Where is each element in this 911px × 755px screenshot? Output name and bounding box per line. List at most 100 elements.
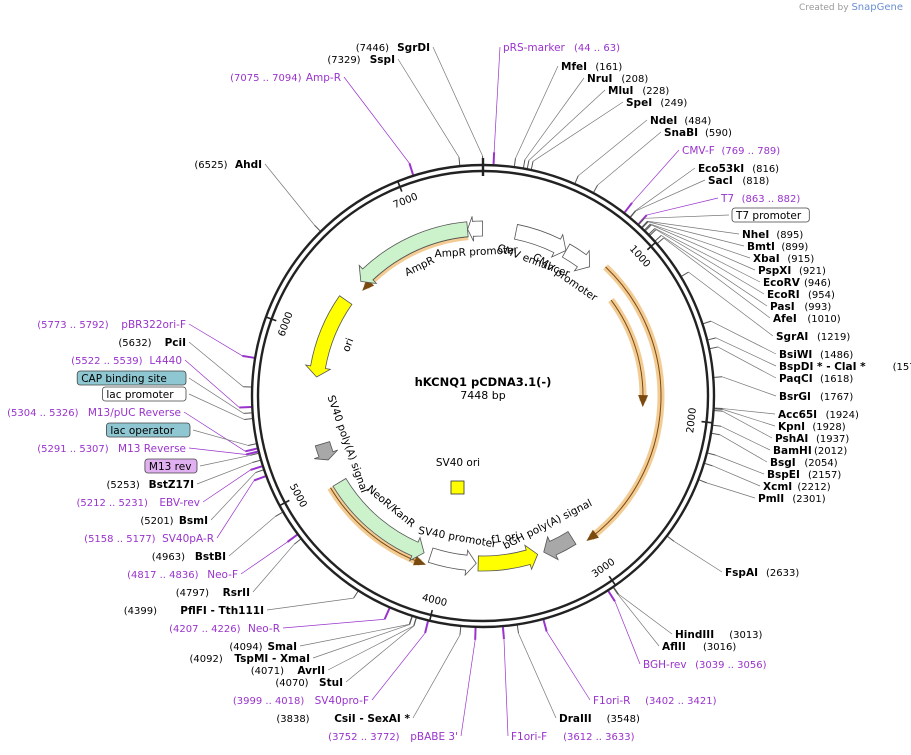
site-label[interactable]: EcoRI(954): [767, 289, 835, 301]
site-label[interactable]: F1ori-R(3402 .. 3421): [593, 695, 717, 707]
site-position: (4817 .. 4836): [127, 570, 199, 581]
site-label[interactable]: SacI(818): [708, 175, 769, 187]
feature-f1-ori[interactable]: [477, 544, 539, 572]
site-label[interactable]: PspXI(921): [758, 265, 826, 277]
site-label[interactable]: SmaI(4094): [229, 641, 297, 653]
site-marker: [707, 337, 716, 341]
feature-sv40-ori[interactable]: [450, 480, 465, 495]
site-name: NruI: [587, 73, 612, 85]
site-marker: [638, 217, 645, 225]
site-label[interactable]: SpeI(249): [626, 97, 687, 109]
site-label[interactable]: SnaBI(590): [664, 127, 732, 139]
site-label[interactable]: EBV-rev(5212 .. 5231): [76, 497, 200, 509]
site-label[interactable]: NheI(895): [742, 229, 803, 241]
site-label[interactable]: AfeI(1010): [773, 313, 841, 325]
site-label[interactable]: PshAI(1937): [775, 433, 849, 445]
site-label[interactable]: BmtI(899): [747, 241, 808, 253]
site-position: (2157): [808, 470, 841, 481]
leader-line: [647, 221, 745, 247]
site-label[interactable]: HindIII(3013): [675, 629, 763, 641]
site-label[interactable]: SgrDI(7446): [356, 42, 430, 54]
site-name: TspMI - XmaI: [234, 653, 310, 665]
site-label[interactable]: M13 Reverse(5291 .. 5307): [37, 443, 186, 455]
site-label[interactable]: PciI(5632): [118, 337, 186, 349]
site-label[interactable]: BspDI * - ClaI *(1572): [779, 361, 911, 373]
site-label[interactable]: PflFI - Tth111I(4399): [124, 605, 264, 617]
site-label[interactable]: AhdI(6525): [194, 159, 262, 171]
site-position: (1928): [812, 422, 845, 433]
site-label[interactable]: BstZ17I(5253): [107, 479, 194, 491]
site-marker: [681, 271, 689, 277]
orf-arrowhead: [638, 394, 649, 408]
snapgene-logo: SnapGene: [851, 2, 903, 13]
site-position: (7329): [327, 55, 360, 66]
site-label[interactable]: CMV-F(769 .. 789): [682, 145, 780, 157]
feature-cmv-enhancer[interactable]: [514, 223, 567, 258]
site-label[interactable]: Eco53kI(816): [698, 163, 779, 175]
site-label[interactable]: Neo-R(4207 .. 4226): [169, 623, 280, 635]
site-label[interactable]: NdeI(484): [650, 115, 711, 127]
feature-ampr[interactable]: [358, 221, 469, 285]
site-label[interactable]: BspEI(2157): [767, 469, 841, 481]
feature-neor-kanr[interactable]: [332, 477, 425, 562]
site-label[interactable]: StuI(4070): [275, 677, 343, 689]
site-position: (1572): [893, 362, 911, 373]
site-label[interactable]: NruI(208): [587, 73, 648, 85]
site-label[interactable]: Amp-R(7075 .. 7094): [230, 72, 341, 84]
site-label[interactable]: L4440(5522 .. 5539): [71, 355, 182, 367]
site-label[interactable]: KpnI(1928): [778, 421, 846, 433]
site-label[interactable]: FspAI(2633): [725, 567, 799, 579]
feature-bgh-poly-a-signal[interactable]: [543, 530, 577, 561]
site-label[interactable]: F1ori-F(3612 .. 3633): [511, 731, 635, 743]
site-label[interactable]: DraIII(3548): [559, 713, 640, 725]
site-label[interactable]: Neo-F(4817 .. 4836): [127, 569, 238, 581]
site-label[interactable]: PmlI(2301): [758, 493, 826, 505]
site-label[interactable]: CsiI - SexAI *(3838): [276, 713, 410, 725]
site-label[interactable]: CAP binding site: [76, 370, 187, 386]
site-label[interactable]: BsgI(2054): [770, 457, 838, 469]
feature-ampr-promoter[interactable]: [467, 216, 483, 242]
site-label[interactable]: M13 rev: [144, 458, 198, 474]
site-label[interactable]: M13/pUC Reverse(5304 .. 5326): [7, 407, 181, 419]
credit-prefix: Created by: [799, 3, 849, 13]
site-label[interactable]: XbaI(915): [753, 253, 814, 265]
site-label[interactable]: BsiWI(1486): [779, 349, 853, 361]
feature-ori[interactable]: [304, 295, 353, 378]
site-label[interactable]: AflII(3016): [662, 641, 736, 653]
site-label[interactable]: T7 promoter: [731, 207, 810, 223]
site-label[interactable]: SV40pA-R(5158 .. 5177): [84, 533, 214, 545]
tick-mark: [428, 609, 434, 621]
site-position: (863 .. 882): [742, 194, 801, 205]
leader-line: [188, 323, 243, 357]
site-label[interactable]: pRS-marker(44 .. 63): [503, 42, 620, 54]
site-label[interactable]: XcmI(2212): [763, 481, 831, 493]
site-label[interactable]: BsmI(5201): [140, 515, 208, 527]
feature-cmv-promoter[interactable]: [561, 243, 591, 272]
site-label[interactable]: EcoRV(946): [763, 277, 831, 289]
site-label[interactable]: RsrII(4797): [176, 587, 250, 599]
site-label[interactable]: PaqCI(1618): [779, 373, 853, 385]
site-label[interactable]: BGH-rev(3039 .. 3056): [643, 659, 767, 671]
site-label[interactable]: MfeI(161): [561, 61, 622, 73]
site-label[interactable]: SgrAI(1219): [776, 331, 850, 343]
site-label[interactable]: TspMI - XmaI(4092): [190, 653, 310, 665]
site-label[interactable]: pBABE 3'(3752 .. 3772): [328, 731, 458, 743]
leader-line: [528, 89, 606, 161]
site-name: CMV-F: [682, 145, 715, 157]
feature-sv40-promoter[interactable]: [427, 547, 477, 577]
site-label[interactable]: T7(863 .. 882): [720, 193, 800, 205]
site-label[interactable]: lac promoter: [102, 386, 187, 402]
site-label[interactable]: MluI(228): [608, 85, 669, 97]
feature-sv40-poly-a-signal[interactable]: [314, 441, 338, 461]
site-label[interactable]: PasI(993): [770, 301, 831, 313]
site-label[interactable]: BstBI(4963): [152, 551, 226, 563]
site-label[interactable]: pBR322ori-F(5773 .. 5792): [37, 319, 186, 331]
site-label[interactable]: BamHI(2012): [773, 445, 847, 457]
site-position: (1937): [816, 434, 849, 445]
site-label[interactable]: lac operator: [106, 422, 191, 438]
site-label[interactable]: AvrII(4071): [251, 665, 325, 677]
site-label[interactable]: Acc65I(1924): [778, 409, 859, 421]
site-label[interactable]: SspI(7329): [327, 54, 395, 66]
site-label[interactable]: SV40pro-F(3999 .. 4018): [233, 695, 369, 707]
site-label[interactable]: BsrGI(1767): [779, 391, 853, 403]
